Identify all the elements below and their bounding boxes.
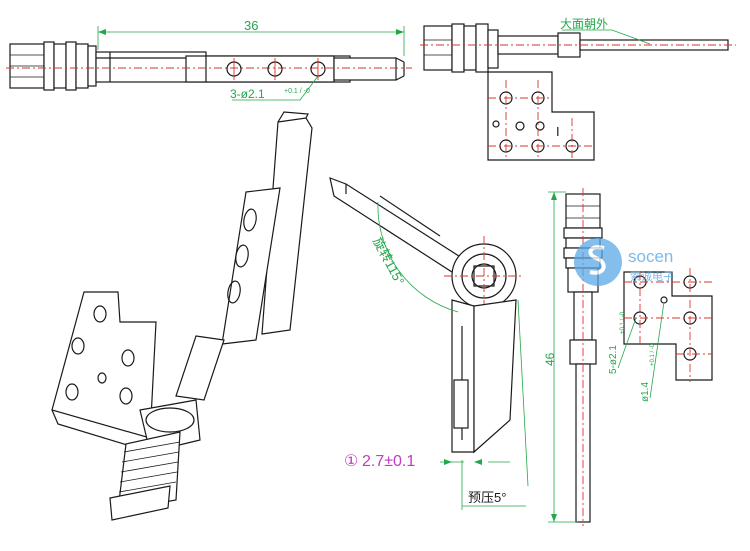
- side-holes-dim: 5-ø2.1: [608, 345, 619, 374]
- top-holes-tol: +0.1 / -0: [284, 88, 310, 95]
- watermark-brand: socen: [628, 247, 673, 266]
- pin-hole-dim: ø1.4: [640, 382, 651, 402]
- pin-hole-tol: +0.1 / -0: [650, 343, 656, 366]
- isometric-view: [51, 111, 313, 521]
- top-length-dim: 36: [244, 18, 258, 33]
- top-holes-dim: 3-ø2.1: [230, 87, 265, 101]
- preload-label: 预压5°: [468, 490, 506, 505]
- right-view: [548, 188, 713, 526]
- middle-view: [329, 177, 529, 510]
- tolerance-marker: ①: [344, 453, 358, 470]
- tolerance-value: 2.7±0.1: [362, 453, 415, 470]
- top-left-view: [6, 26, 412, 101]
- watermark-logo: [574, 238, 622, 286]
- watermark-tagline: 索诚电子: [630, 269, 674, 283]
- face-note: 大面朝外: [560, 17, 608, 31]
- height-dim: 46: [543, 352, 557, 366]
- view-mark: I: [556, 124, 560, 139]
- top-right-view: [420, 23, 736, 161]
- side-holes-tol: +0.1 / -0: [620, 311, 626, 334]
- rotation-label: 旋转115°: [370, 235, 408, 288]
